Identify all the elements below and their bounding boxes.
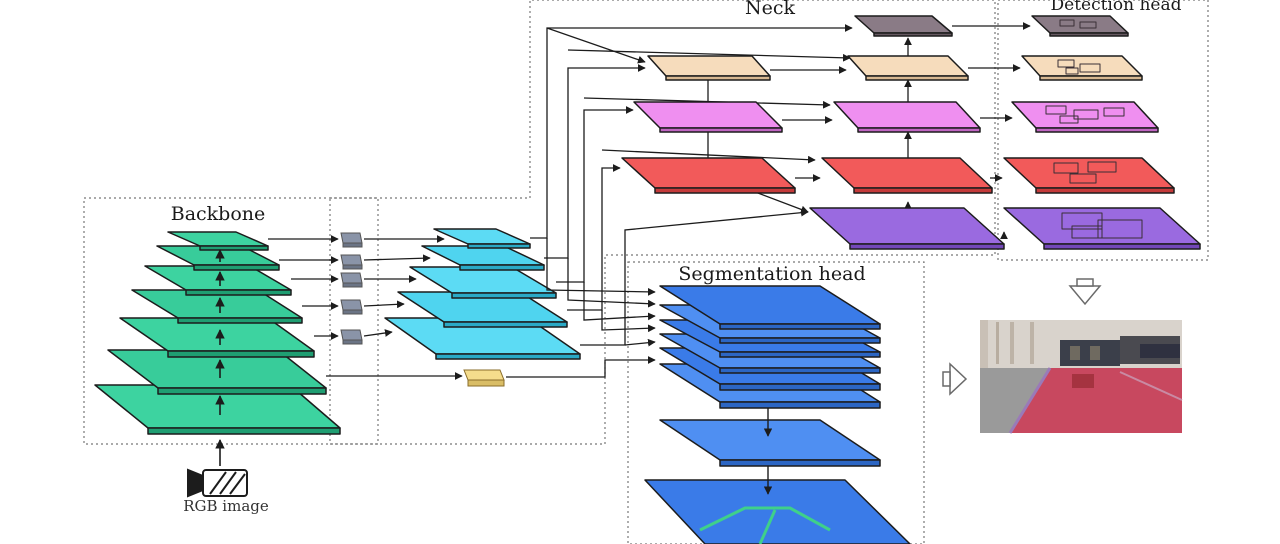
segmentation-head-layers [644, 285, 911, 544]
detection-pink-output [1011, 101, 1159, 133]
neck-pink-layer-right [833, 101, 981, 133]
group-boxes [83, 0, 1209, 544]
seg-upsample-layer [659, 419, 881, 467]
backbone-layer-1 [167, 231, 269, 251]
segmentation-head-box [627, 261, 925, 544]
detection-head-box [997, 0, 1209, 261]
conv-block-icon [340, 254, 363, 270]
detection-head-column [1003, 15, 1201, 250]
input-label: RGB image [183, 497, 269, 515]
neck-pink-layer-left [633, 101, 783, 133]
segmentation-head-label: Segmentation head [678, 263, 865, 285]
detection-red-output [1003, 157, 1175, 194]
neck-red-layer-right [821, 157, 993, 194]
neck-purple-layer [809, 207, 1005, 250]
neck-left-column [621, 55, 796, 194]
seg-output-layer [644, 479, 911, 544]
conv-block-icon [340, 299, 363, 315]
neck-label: Neck [745, 0, 796, 19]
neck-red-layer-left [621, 157, 796, 194]
detection-purple-output [1003, 207, 1201, 250]
video-camera-icon [187, 468, 248, 498]
conv-block-icon [340, 232, 363, 248]
down-arrow-icon [1068, 278, 1102, 306]
backbone-label: Backbone [171, 203, 266, 225]
conv-block-icon [463, 369, 505, 387]
neck-routing-lines [530, 22, 1031, 347]
conv-block-icon [340, 329, 363, 345]
connector-blocks [340, 232, 363, 345]
result-image [980, 320, 1183, 434]
backbone-layers [94, 231, 341, 435]
neck-peach-layer-right [847, 55, 969, 81]
right-arrow-icon [942, 362, 968, 396]
backbone-box [83, 197, 379, 445]
detection-grey-output [1031, 15, 1129, 37]
neck-right-column [809, 15, 1005, 250]
neck-input-layer-1 [433, 228, 531, 249]
detection-peach-output [1021, 55, 1143, 81]
neck-box [329, 0, 996, 445]
neck-input-layer-3 [409, 266, 557, 299]
neck-grey-layer [854, 15, 953, 37]
neck-peach-layer-left [647, 55, 771, 81]
seg-layer-1 [659, 285, 881, 330]
detection-head-label: Detection head [1051, 0, 1182, 15]
backbone-layer-6 [107, 349, 327, 395]
conv-block-icon [340, 272, 363, 288]
backbone-to-neck-arrows [268, 235, 656, 380]
neck-input-layers [384, 228, 581, 360]
